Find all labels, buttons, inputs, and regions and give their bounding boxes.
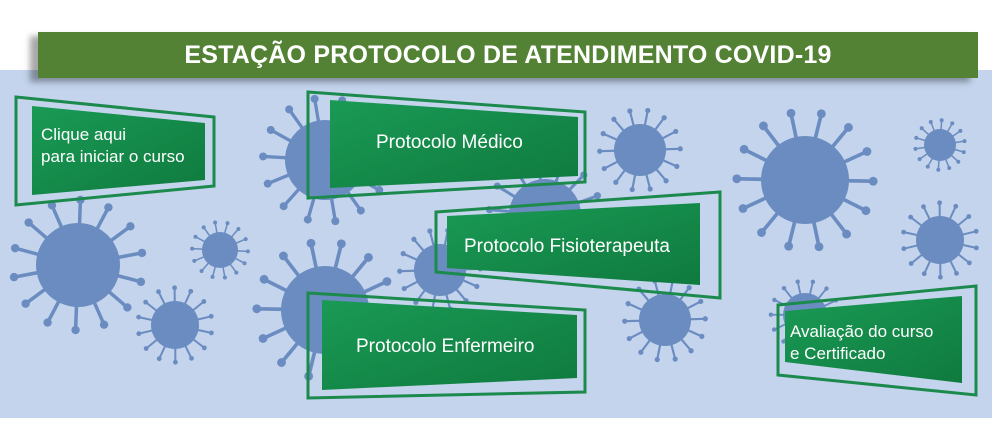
- avaliacao-line2: e Certificado: [790, 344, 886, 363]
- protocolo-fisioterapeuta-label[interactable]: Protocolo Fisioterapeuta: [464, 236, 670, 257]
- start-line2: para iniciar o curso: [41, 147, 185, 166]
- start-line1: Clique aqui: [41, 125, 127, 144]
- virus-icon: [9, 195, 147, 335]
- title-banner: ESTAÇÃO PROTOCOLO DE ATENDIMENTO COVID-1…: [38, 32, 978, 78]
- virus-icon: [913, 118, 967, 172]
- virus-icon: [901, 200, 979, 280]
- avaliacao-label[interactable]: Avaliação do curso e Certificado: [790, 321, 933, 365]
- start-course-button[interactable]: [14, 95, 216, 207]
- protocolo-medico-label[interactable]: Protocolo Médico: [376, 132, 523, 153]
- protocolo-fisioterapeuta-button[interactable]: [434, 190, 722, 300]
- start-course-label[interactable]: Clique aqui para iniciar o curso: [41, 124, 185, 168]
- page-title: ESTAÇÃO PROTOCOLO DE ATENDIMENTO COVID-1…: [184, 40, 832, 69]
- avaliacao-certificado-button[interactable]: [776, 284, 978, 397]
- virus-icon: [597, 107, 683, 193]
- virus-icon: [136, 285, 214, 365]
- protocolo-medico-button[interactable]: [306, 90, 587, 200]
- virus-icon: [732, 108, 878, 252]
- virus-icon: [190, 220, 250, 280]
- protocolo-enfermeiro-button[interactable]: [306, 291, 587, 400]
- protocolo-enfermeiro-label[interactable]: Protocolo Enfermeiro: [356, 336, 535, 357]
- avaliacao-line1: Avaliação do curso: [790, 322, 934, 341]
